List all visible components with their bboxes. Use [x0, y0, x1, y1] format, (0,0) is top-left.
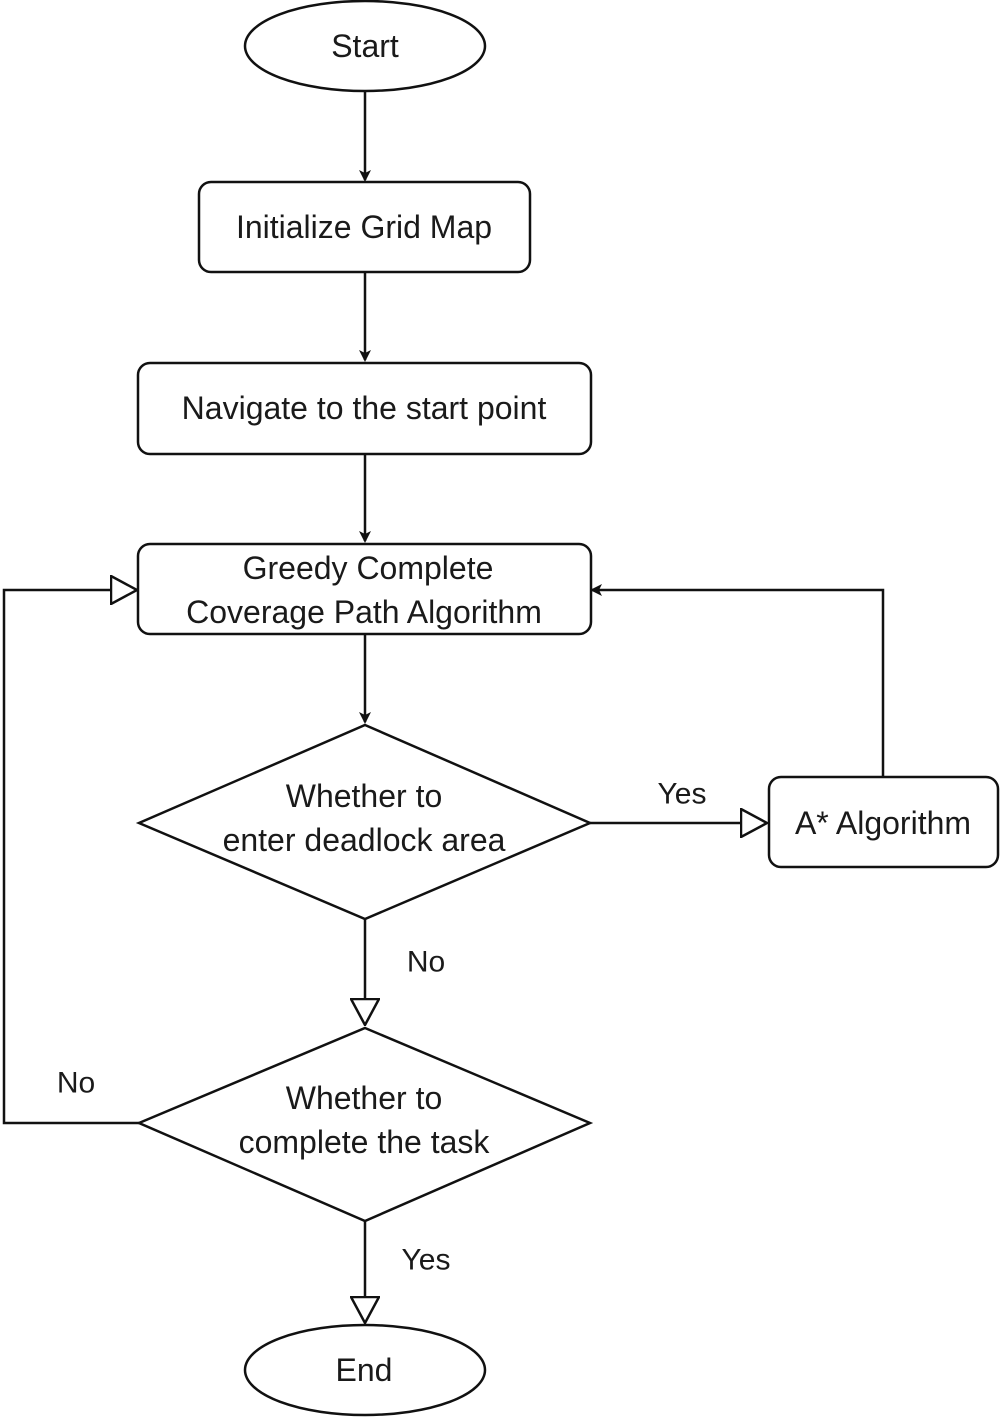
- deadlock-decision-node: Whether to enter deadlock area: [135, 723, 594, 921]
- deadlock-label-line2: enter deadlock area: [223, 822, 506, 858]
- end-node: End: [243, 1323, 487, 1417]
- complete-label-line1: Whether to: [286, 1080, 443, 1116]
- greedy-label-line2: Coverage Path Algorithm: [186, 594, 542, 630]
- navigate-node: Navigate to the start point: [136, 361, 593, 456]
- edge-label-complete-yes: Yes: [402, 1244, 451, 1277]
- astar-label: A* Algorithm: [795, 805, 971, 841]
- greedy-node: Greedy Complete Coverage Path Algorithm: [136, 542, 593, 636]
- complete-label-line2: complete the task: [239, 1124, 491, 1160]
- start-node: Start: [243, 0, 487, 93]
- init-grid-label: Initialize Grid Map: [236, 209, 492, 245]
- astar-node: A* Algorithm: [767, 775, 1000, 869]
- end-label: End: [336, 1352, 393, 1388]
- navigate-label: Navigate to the start point: [182, 390, 547, 426]
- start-label: Start: [331, 28, 399, 64]
- edge-complete-no-to-greedy: [2, 590, 139, 1125]
- edges: [2, 92, 885, 1323]
- init-grid-node: Initialize Grid Map: [197, 180, 532, 274]
- edge-label-deadlock-no: No: [407, 946, 445, 979]
- greedy-label-line1: Greedy Complete: [243, 550, 494, 586]
- complete-decision-node: Whether to complete the task: [135, 1026, 594, 1223]
- edge-label-complete-no: No: [57, 1067, 95, 1100]
- deadlock-label-line1: Whether to: [286, 778, 443, 814]
- edge-astar-to-greedy: [590, 584, 885, 777]
- edge-label-deadlock-yes: Yes: [658, 778, 707, 811]
